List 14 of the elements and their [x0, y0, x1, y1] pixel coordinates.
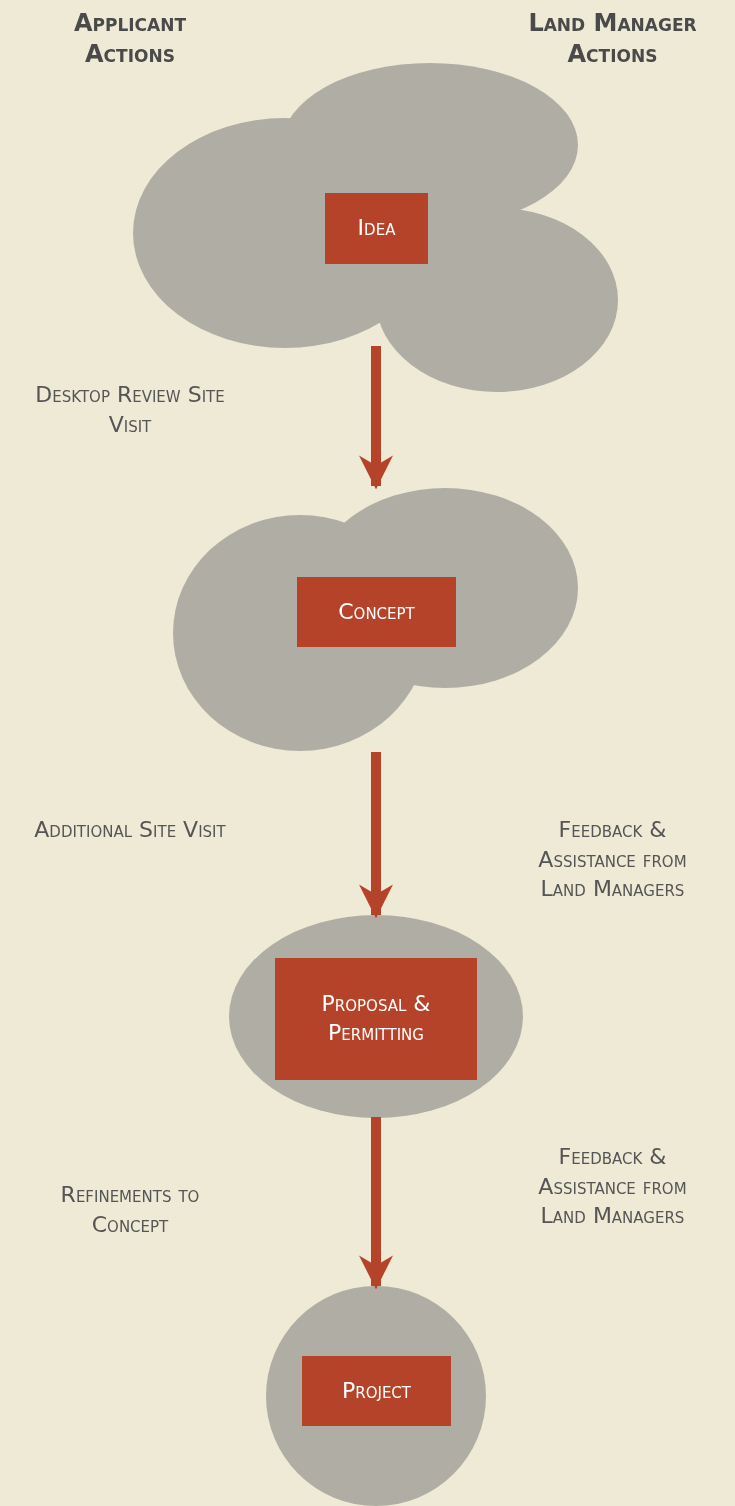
- arrow: [359, 752, 393, 919]
- column-heading: Applicant Actions: [72, 8, 188, 71]
- arrow: [359, 1117, 393, 1290]
- action-note: Feedback & Assistance from Land Managers: [537, 816, 688, 904]
- arrow: [359, 346, 393, 490]
- step-box: Project: [302, 1356, 451, 1426]
- step-box: Concept: [297, 577, 456, 647]
- step-box: Idea: [325, 193, 428, 264]
- action-note: Refinements to Concept: [59, 1181, 201, 1239]
- action-note: Desktop Review Site Visit: [34, 381, 226, 439]
- step-box: Proposal & Permitting: [275, 958, 477, 1080]
- column-heading: Land Manager Actions: [527, 8, 698, 71]
- action-note: Additional Site Visit: [33, 816, 227, 844]
- action-note: Feedback & Assistance from Land Managers: [537, 1143, 688, 1231]
